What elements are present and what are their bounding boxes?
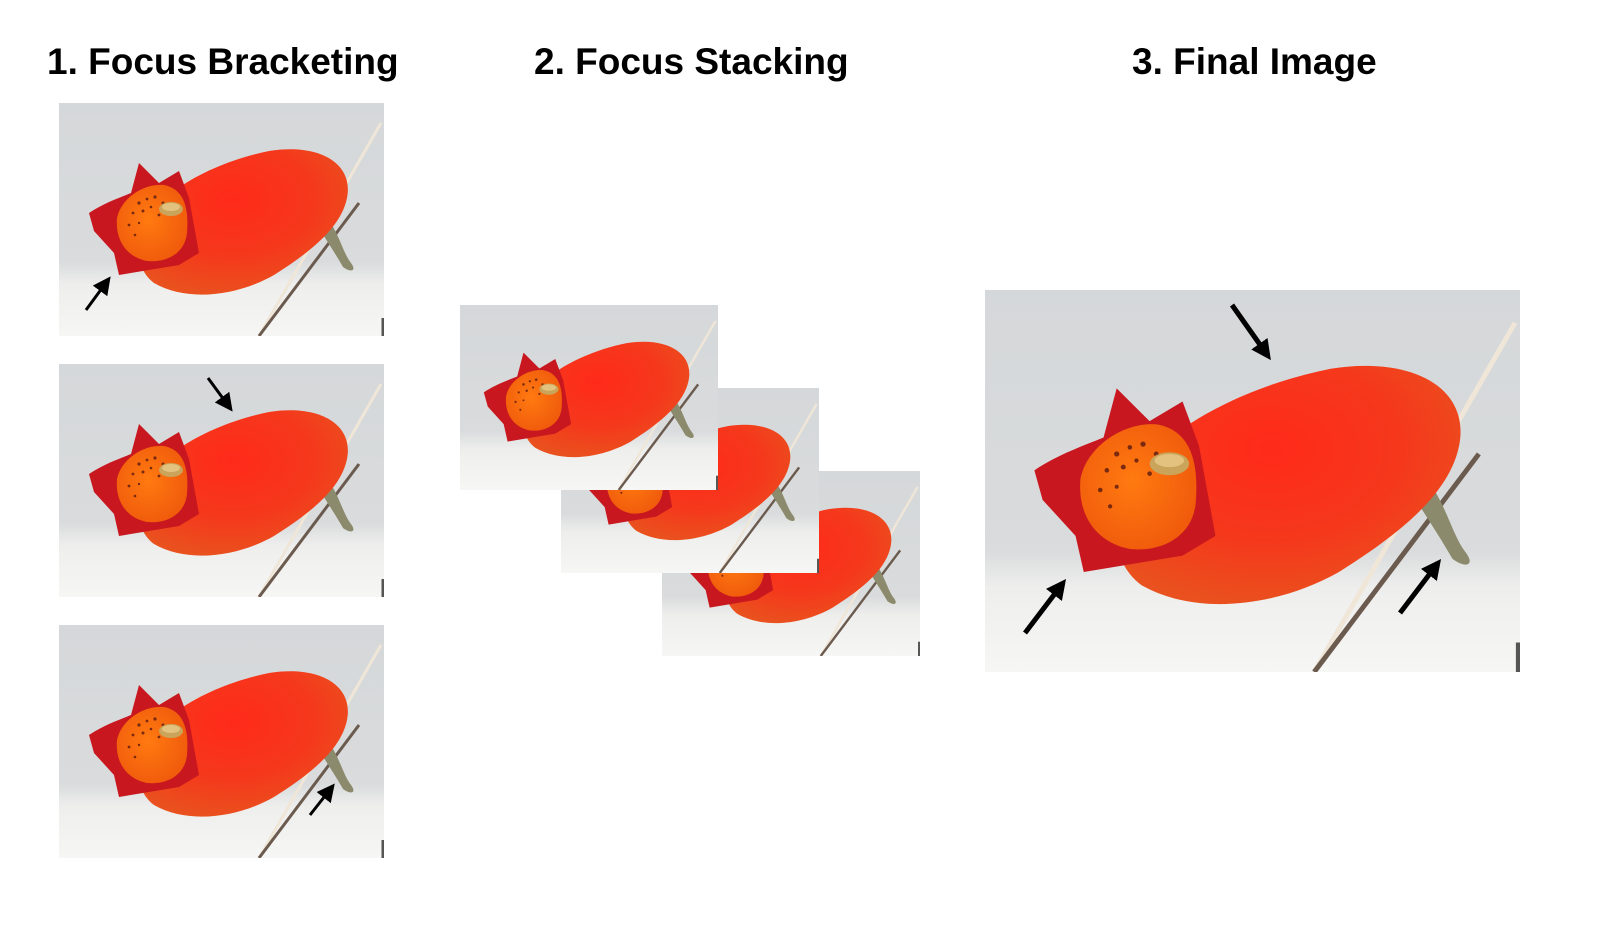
step2-heading: 2. Focus Stacking <box>534 41 849 82</box>
step1-heading: 1. Focus Bracketing <box>47 41 399 82</box>
final-photo <box>985 290 1520 672</box>
bracket-photo-2 <box>59 364 384 597</box>
bracket-photo-3 <box>59 625 384 858</box>
stack-layer-1 <box>460 305 718 490</box>
step3-heading: 3. Final Image <box>1132 41 1377 82</box>
bracket-photo-1 <box>59 103 384 336</box>
